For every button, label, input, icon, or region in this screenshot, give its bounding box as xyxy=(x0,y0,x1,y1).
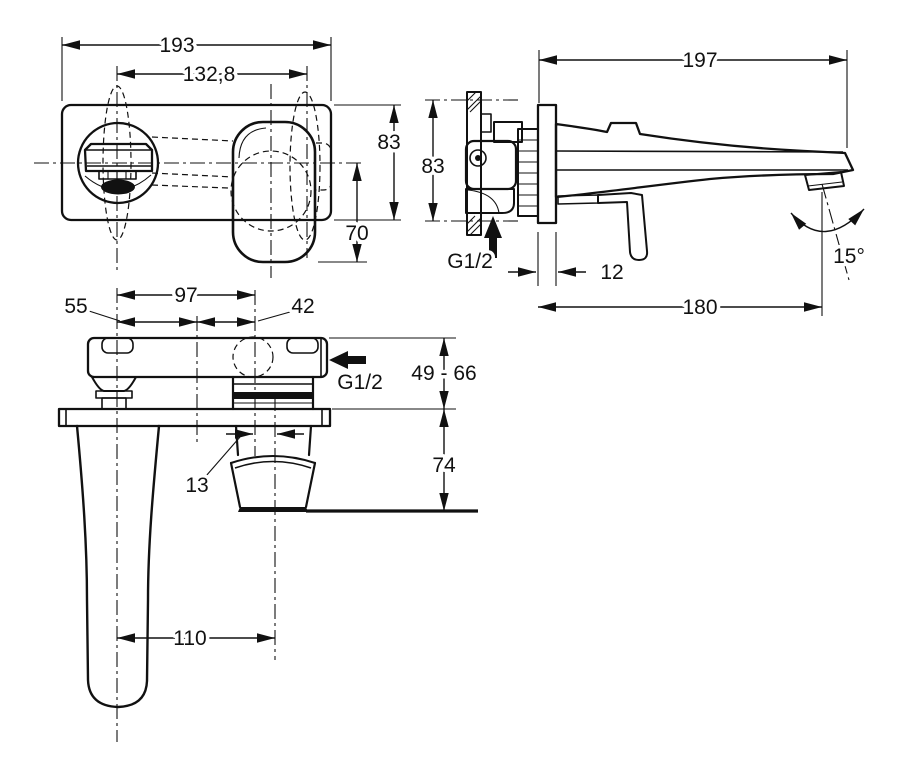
dim-bottom-aerator-offset: 13 xyxy=(185,474,208,497)
dim-bottom-spout-offset: 55 xyxy=(64,295,87,318)
side-dimensions: 197 83 G1/2 12 180 15° xyxy=(418,46,869,323)
dim-front-overall-width: 193 xyxy=(159,34,194,57)
fixing-screw xyxy=(469,149,487,167)
side-view: 197 83 G1/2 12 180 15° xyxy=(418,46,869,323)
lever-side xyxy=(557,192,649,261)
spout-bottom xyxy=(75,424,161,709)
bottom-view: 97 55 42 G1/2 49 - 66 74 13 110 xyxy=(57,281,480,742)
front-centerlines xyxy=(34,66,363,278)
outlet-arrow-bottom xyxy=(329,351,366,369)
body-bottom xyxy=(86,336,329,379)
label-bottom-outlet-thread: G1/2 xyxy=(337,371,383,394)
dim-front-plate-height: 83 xyxy=(377,131,400,154)
spout-outlet-front xyxy=(76,121,160,205)
spout-side xyxy=(554,121,855,199)
dim-side-spout-reach: 180 xyxy=(682,296,717,319)
dim-bottom-center-distance: 97 xyxy=(174,284,197,307)
side-centerlines xyxy=(425,99,521,222)
dim-bottom-spout-to-handle: 110 xyxy=(173,627,206,650)
dim-bottom-wall-range: 49 - 66 xyxy=(411,362,476,385)
handle-bottom xyxy=(229,424,317,512)
front-hidden-lines xyxy=(102,85,332,241)
dim-front-hole-spacing: 132,8 xyxy=(183,63,236,86)
hatch-bottom xyxy=(466,215,482,236)
aerator-side xyxy=(804,171,845,191)
inlet-circle-hidden xyxy=(232,336,274,378)
dim-front-handle-drop: 70 xyxy=(345,222,368,245)
handle-front xyxy=(230,120,317,264)
wall-plate-bottom xyxy=(57,407,332,428)
wall-plate-side xyxy=(536,103,558,225)
dim-side-height: 83 xyxy=(421,155,444,178)
dim-side-projection: 197 xyxy=(682,49,717,72)
inlet-arrow-side xyxy=(484,216,502,258)
label-side-inlet-thread: G1/2 xyxy=(447,250,493,273)
hatch-top xyxy=(466,91,482,113)
valve-body-side xyxy=(464,121,539,217)
front-view: 193 132,8 83 70 xyxy=(34,31,404,278)
thread-lines xyxy=(518,139,538,207)
aerator-front xyxy=(101,179,135,195)
bottom-dimensions: 97 55 42 G1/2 49 - 66 74 13 110 xyxy=(61,281,480,654)
dim-bottom-handle-offset: 42 xyxy=(291,295,314,318)
dim-side-spout-angle: 15° xyxy=(833,245,865,268)
dim-bottom-handle-height: 74 xyxy=(432,454,456,477)
front-dimensions: 193 132,8 83 70 xyxy=(61,31,404,263)
cartridge-bottom xyxy=(231,375,315,411)
dim-side-plate-thickness: 12 xyxy=(600,261,623,284)
bottom-centerlines xyxy=(116,288,276,742)
spout-connection-bottom xyxy=(91,376,137,410)
